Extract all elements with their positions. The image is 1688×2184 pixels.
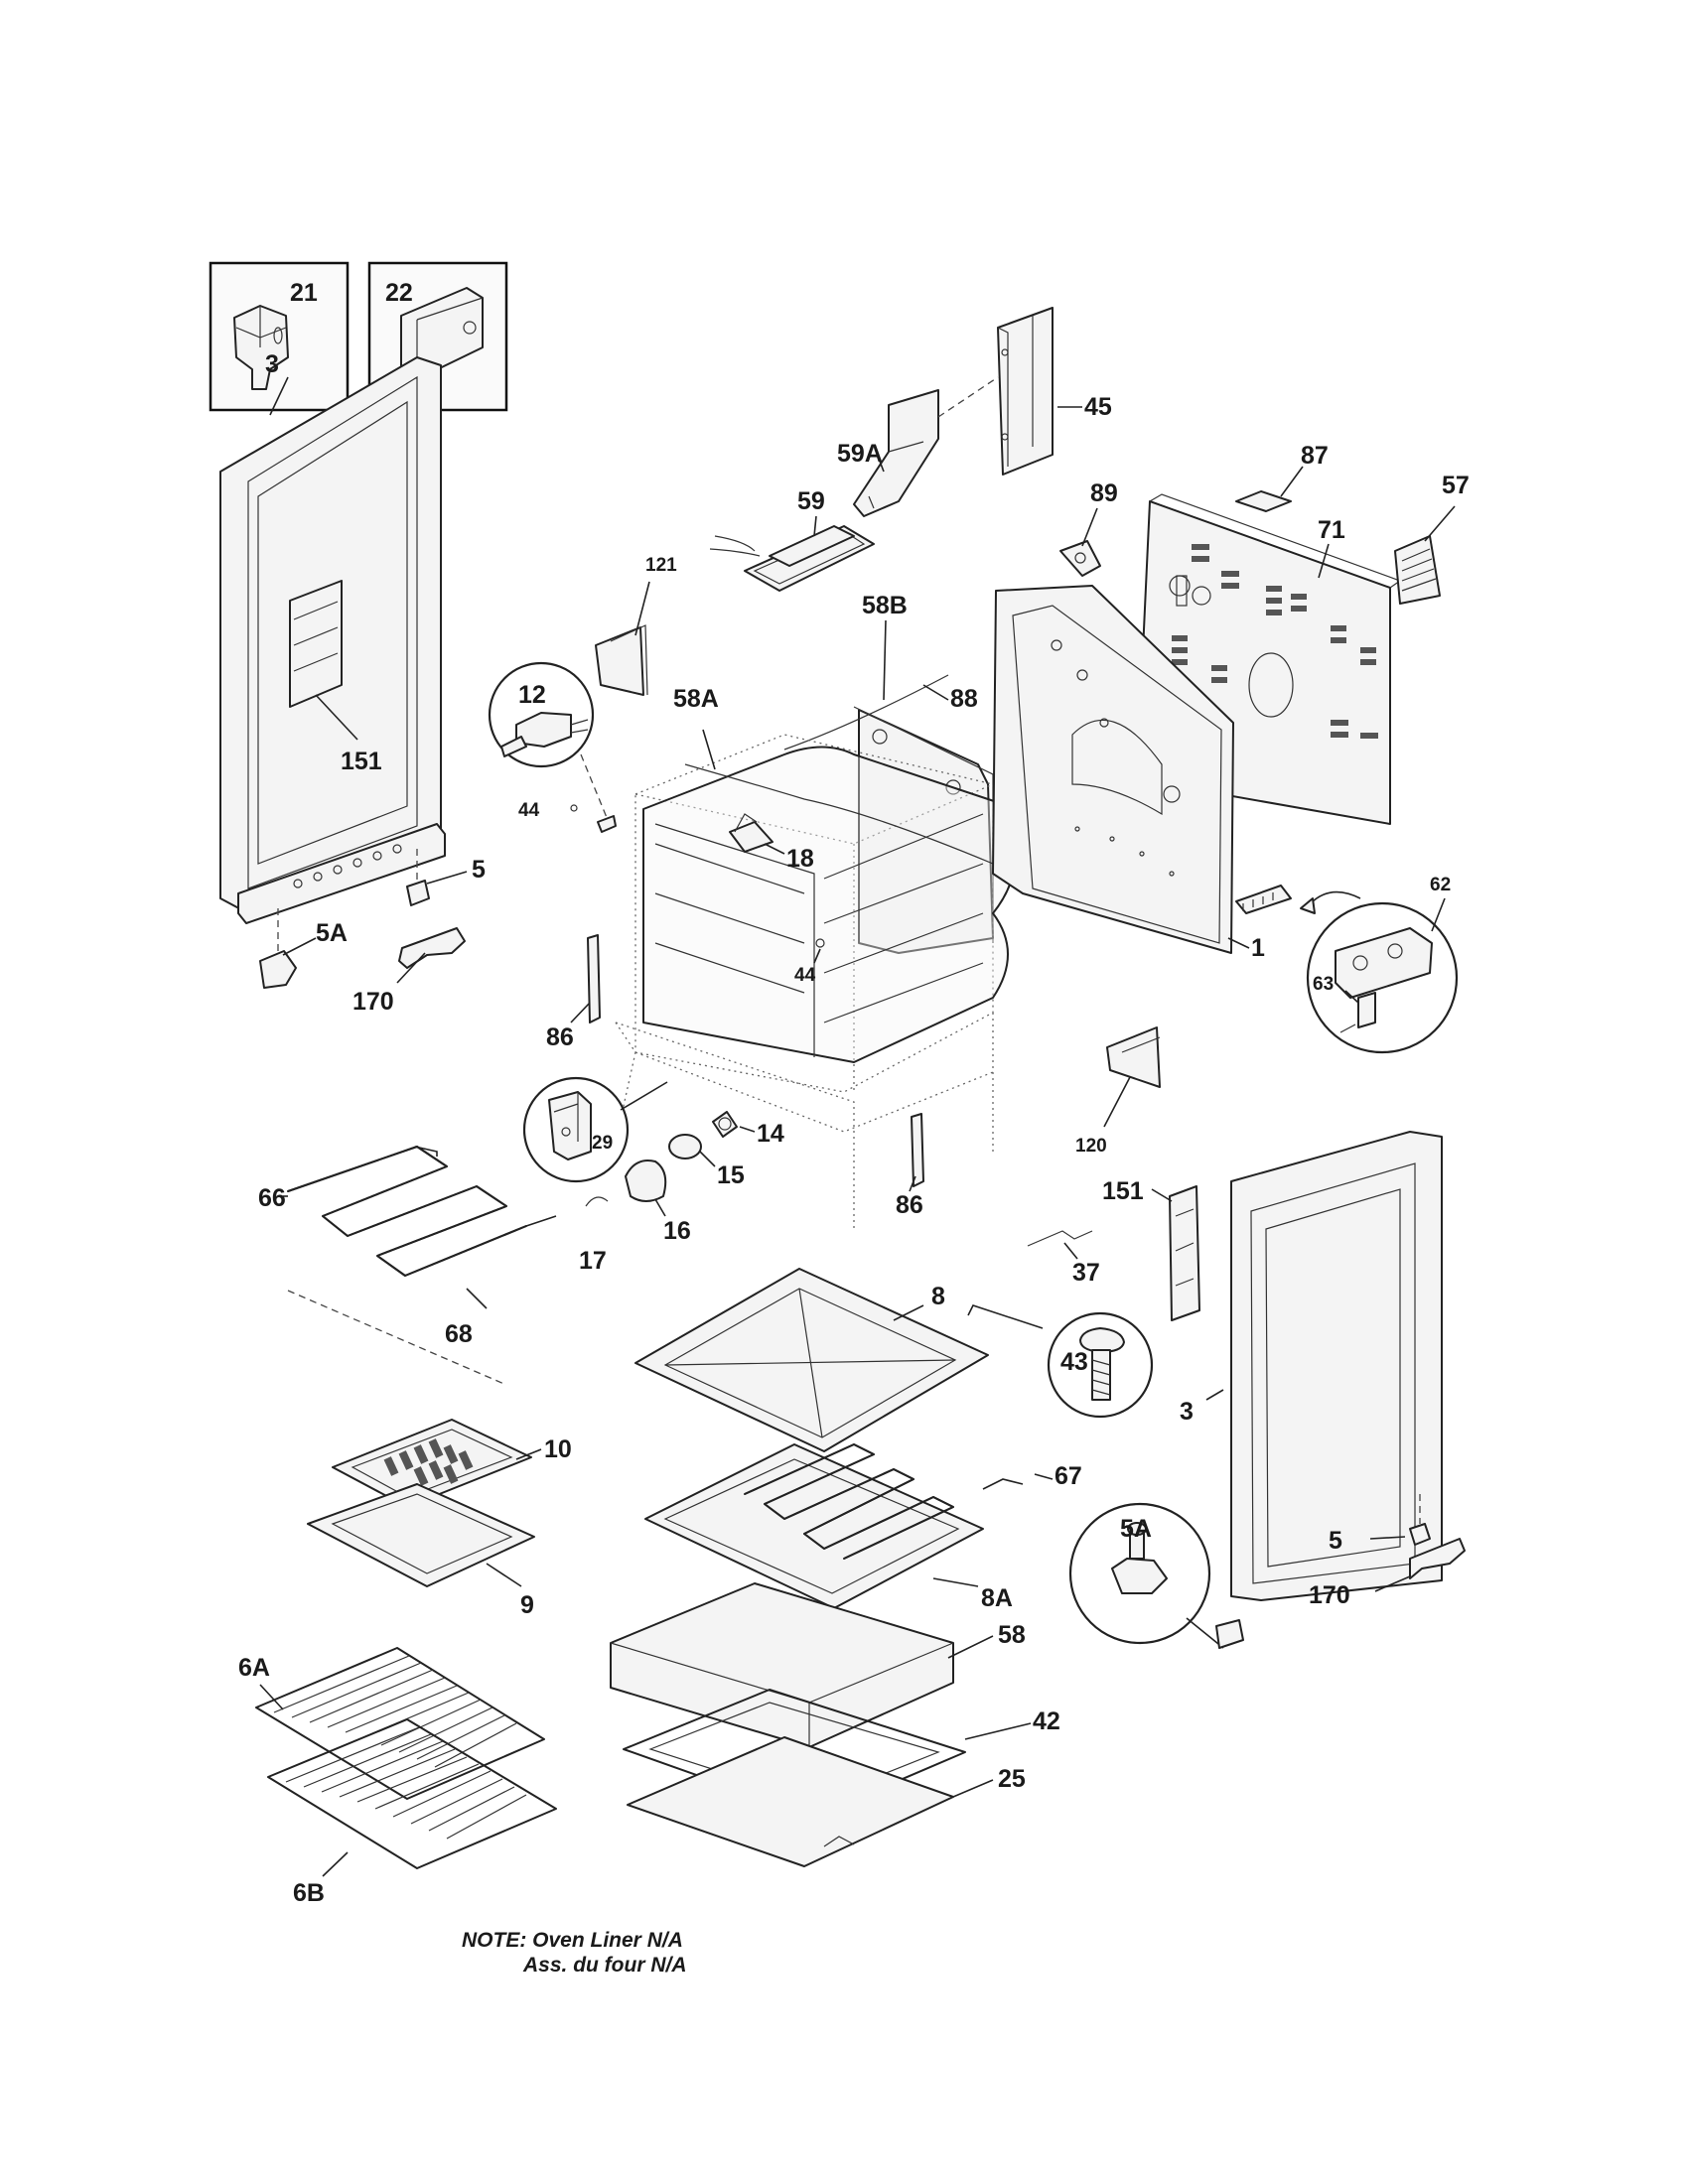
label-58: 58	[998, 1621, 1026, 1649]
callout-29: 29	[522, 1076, 668, 1183]
label-71: 71	[1318, 516, 1345, 544]
label-44-mid: 44	[794, 965, 816, 986]
label-67: 67	[1055, 1462, 1082, 1490]
label-59A: 59A	[837, 440, 883, 468]
note-line-2: Ass. du four N/A	[522, 1954, 687, 1977]
label-45: 45	[1084, 393, 1112, 421]
panel-1: 1	[992, 585, 1265, 962]
label-10: 10	[544, 1435, 572, 1463]
broiler-pan: 10 9	[307, 1419, 572, 1619]
label-121: 121	[645, 555, 677, 576]
insulation-58: 58	[610, 1582, 1026, 1748]
label-5-left: 5	[472, 856, 486, 884]
lamp-parts: 14 15 16 17	[579, 1111, 784, 1275]
label-8A: 8A	[981, 1584, 1013, 1612]
label-58B: 58B	[862, 592, 908, 619]
note-line-1: NOTE: Oven Liner N/A	[462, 1929, 683, 1952]
label-68: 68	[445, 1320, 473, 1348]
label-62: 62	[1430, 875, 1451, 895]
right-leveler-parts: 5A 5 170	[1068, 1494, 1466, 1649]
label-14: 14	[757, 1120, 784, 1148]
bake-element: 67 8A	[644, 1443, 1082, 1612]
bracket-121: 121	[595, 555, 677, 696]
callout-12: 12 44	[488, 661, 617, 833]
label-1: 1	[1251, 934, 1265, 962]
label-9: 9	[520, 1591, 534, 1619]
vent-cover-45: 45	[997, 307, 1112, 476]
label-151-right: 151	[1102, 1177, 1144, 1205]
label-12: 12	[518, 681, 546, 709]
label-6A: 6A	[238, 1654, 270, 1682]
label-5A-left: 5A	[316, 919, 348, 947]
label-37: 37	[1072, 1259, 1100, 1287]
part-57: 57	[1394, 472, 1470, 605]
part-18: 18	[729, 813, 814, 873]
label-63: 63	[1313, 974, 1334, 995]
control-59: 59	[709, 487, 875, 592]
label-5A-right: 5A	[1120, 1515, 1152, 1543]
left-hinge-parts: 5 5A 170	[259, 849, 486, 1016]
oven-racks: 6A 6B	[238, 1647, 557, 1907]
label-18: 18	[786, 845, 814, 873]
label-59: 59	[797, 487, 825, 515]
bracket-89: 89	[1059, 479, 1118, 577]
label-151-left: 151	[341, 748, 382, 775]
label-25: 25	[998, 1765, 1026, 1793]
inset-box-21: 21	[209, 261, 350, 412]
part-86-right: 86	[896, 1113, 924, 1219]
part-87: 87	[1235, 442, 1329, 512]
label-170-left: 170	[352, 988, 394, 1016]
label-58A: 58A	[673, 685, 719, 713]
label-3-left: 3	[265, 350, 279, 378]
bracket-120: 120	[1075, 1026, 1161, 1157]
broil-element-66: 66 68	[258, 1146, 557, 1386]
insulation-58B: 58B 88	[783, 592, 994, 954]
leader-3-left	[269, 376, 289, 416]
label-89: 89	[1090, 479, 1118, 507]
label-44-top: 44	[518, 800, 540, 821]
oven-bottom-8: 8 43	[634, 1268, 1154, 1452]
label-15: 15	[717, 1161, 745, 1189]
label-16: 16	[663, 1217, 691, 1245]
label-66: 66	[258, 1184, 286, 1212]
label-43: 43	[1060, 1348, 1088, 1376]
label-120: 120	[1075, 1136, 1107, 1157]
label-88: 88	[950, 685, 978, 713]
label-29: 29	[592, 1133, 613, 1154]
label-3-right: 3	[1180, 1398, 1194, 1426]
label-42: 42	[1033, 1707, 1060, 1735]
label-170-right: 170	[1309, 1581, 1350, 1609]
label-22: 22	[385, 279, 413, 307]
label-8: 8	[931, 1283, 945, 1310]
label-6B: 6B	[293, 1879, 325, 1907]
panel-25: 25	[627, 1736, 1026, 1867]
part-86-left: 86	[546, 934, 601, 1051]
part-44-mid: 44	[794, 938, 825, 986]
label-57: 57	[1442, 472, 1470, 499]
duct-59A: 59A	[837, 376, 999, 517]
left-door-assembly: 3 151	[219, 350, 446, 924]
label-87: 87	[1301, 442, 1329, 470]
label-86-left: 86	[546, 1024, 574, 1051]
label-5-right: 5	[1329, 1527, 1342, 1555]
label-21: 21	[290, 279, 318, 307]
label-86-right: 86	[896, 1191, 923, 1219]
terminal-block-62: 62 63	[1235, 875, 1459, 1054]
label-17: 17	[579, 1247, 607, 1275]
